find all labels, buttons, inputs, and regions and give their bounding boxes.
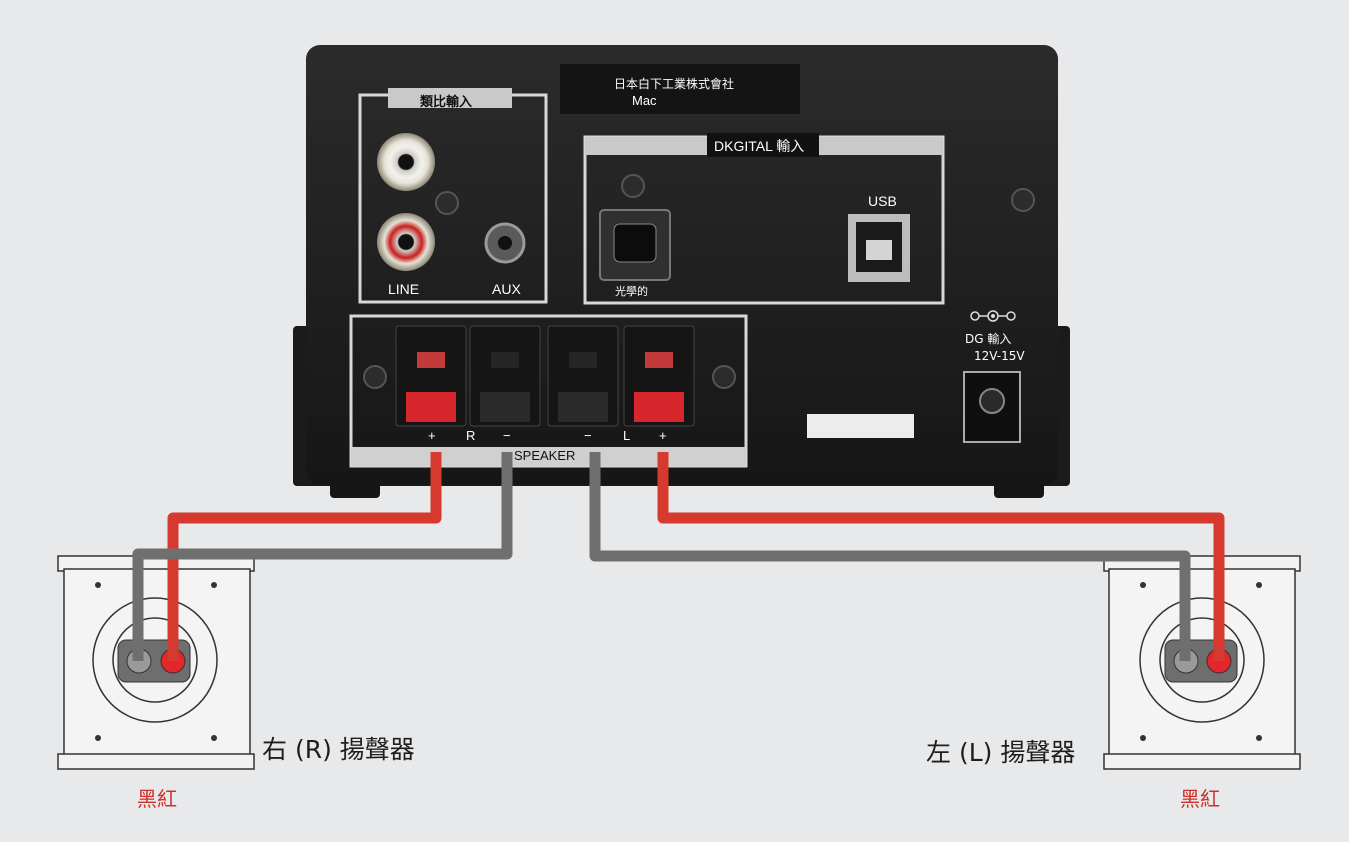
screw-icon bbox=[621, 174, 645, 198]
terminal-mark: − bbox=[503, 428, 511, 443]
terminal-mark: L bbox=[623, 428, 631, 443]
screw-icon bbox=[435, 191, 459, 215]
optical-port-hole bbox=[613, 223, 657, 263]
speaker-header-bg bbox=[512, 447, 588, 466]
analog-header-bg bbox=[388, 88, 512, 108]
terminal-r-plus-lever bbox=[406, 392, 456, 422]
digital-header-tag bbox=[707, 133, 819, 157]
terminal-mark: + bbox=[428, 428, 436, 443]
terminal-l-minus-lever bbox=[558, 392, 608, 422]
aux-label: AUX bbox=[492, 281, 521, 297]
screw-icon bbox=[712, 365, 736, 389]
wires bbox=[132, 452, 1225, 661]
wire-right-red bbox=[167, 452, 442, 661]
terminal-r-minus-lever bbox=[480, 392, 530, 422]
terminal-mark: − bbox=[584, 428, 592, 443]
optical-label: 光學的 bbox=[615, 285, 648, 298]
maker-label: 日本白下工業株式會社 bbox=[614, 77, 735, 91]
dc-jack-hole bbox=[979, 388, 1005, 414]
wire-left-red bbox=[657, 452, 1225, 661]
polarity-icon bbox=[970, 310, 1016, 322]
aux-jack-hole bbox=[498, 236, 512, 250]
usb-label: USB bbox=[868, 193, 897, 209]
right-wire-label: 黑紅 bbox=[137, 787, 177, 811]
rca-white-jack bbox=[377, 133, 435, 191]
wire-left-black bbox=[589, 452, 1191, 661]
rca-red-jack bbox=[377, 213, 435, 271]
terminal-mark: R bbox=[466, 428, 476, 443]
terminal-block bbox=[395, 325, 695, 427]
foot-left bbox=[330, 482, 380, 498]
amplifier bbox=[293, 45, 1070, 498]
right-speaker-label: 右 (R) 揚聲器 bbox=[262, 735, 415, 764]
analog-header: 類比輸入 bbox=[420, 95, 473, 110]
digital-header: DKGITAL 輸入 bbox=[714, 138, 805, 154]
terminal-l-plus-slot bbox=[645, 352, 673, 368]
screw-icon bbox=[1011, 188, 1035, 212]
usb-port-tongue bbox=[866, 240, 892, 260]
wire-right-black bbox=[132, 452, 513, 661]
line-label: LINE bbox=[388, 281, 420, 297]
model-label: Mac bbox=[632, 93, 657, 108]
left-speaker bbox=[1103, 555, 1301, 770]
dc-label: DG 輸入 bbox=[965, 332, 1012, 346]
right-speaker bbox=[57, 555, 255, 770]
terminal-l-minus-slot bbox=[569, 352, 597, 368]
terminal-r-minus-slot bbox=[491, 352, 519, 368]
left-wire-label: 黑紅 bbox=[1180, 787, 1220, 811]
voltage-label: 12V-15V bbox=[974, 349, 1025, 363]
screw-icon bbox=[363, 365, 387, 389]
left-speaker-label: 左 (L) 揚聲器 bbox=[926, 738, 1076, 767]
terminal-mark: + bbox=[659, 428, 667, 443]
foot-right bbox=[994, 482, 1044, 498]
speaker-screws bbox=[95, 582, 1262, 741]
speaker-header: SPEAKER bbox=[514, 448, 576, 463]
terminal-l-plus-lever bbox=[634, 392, 684, 422]
terminal-r-plus-slot bbox=[417, 352, 445, 368]
serial-label bbox=[807, 414, 914, 438]
label-plate bbox=[560, 64, 800, 114]
